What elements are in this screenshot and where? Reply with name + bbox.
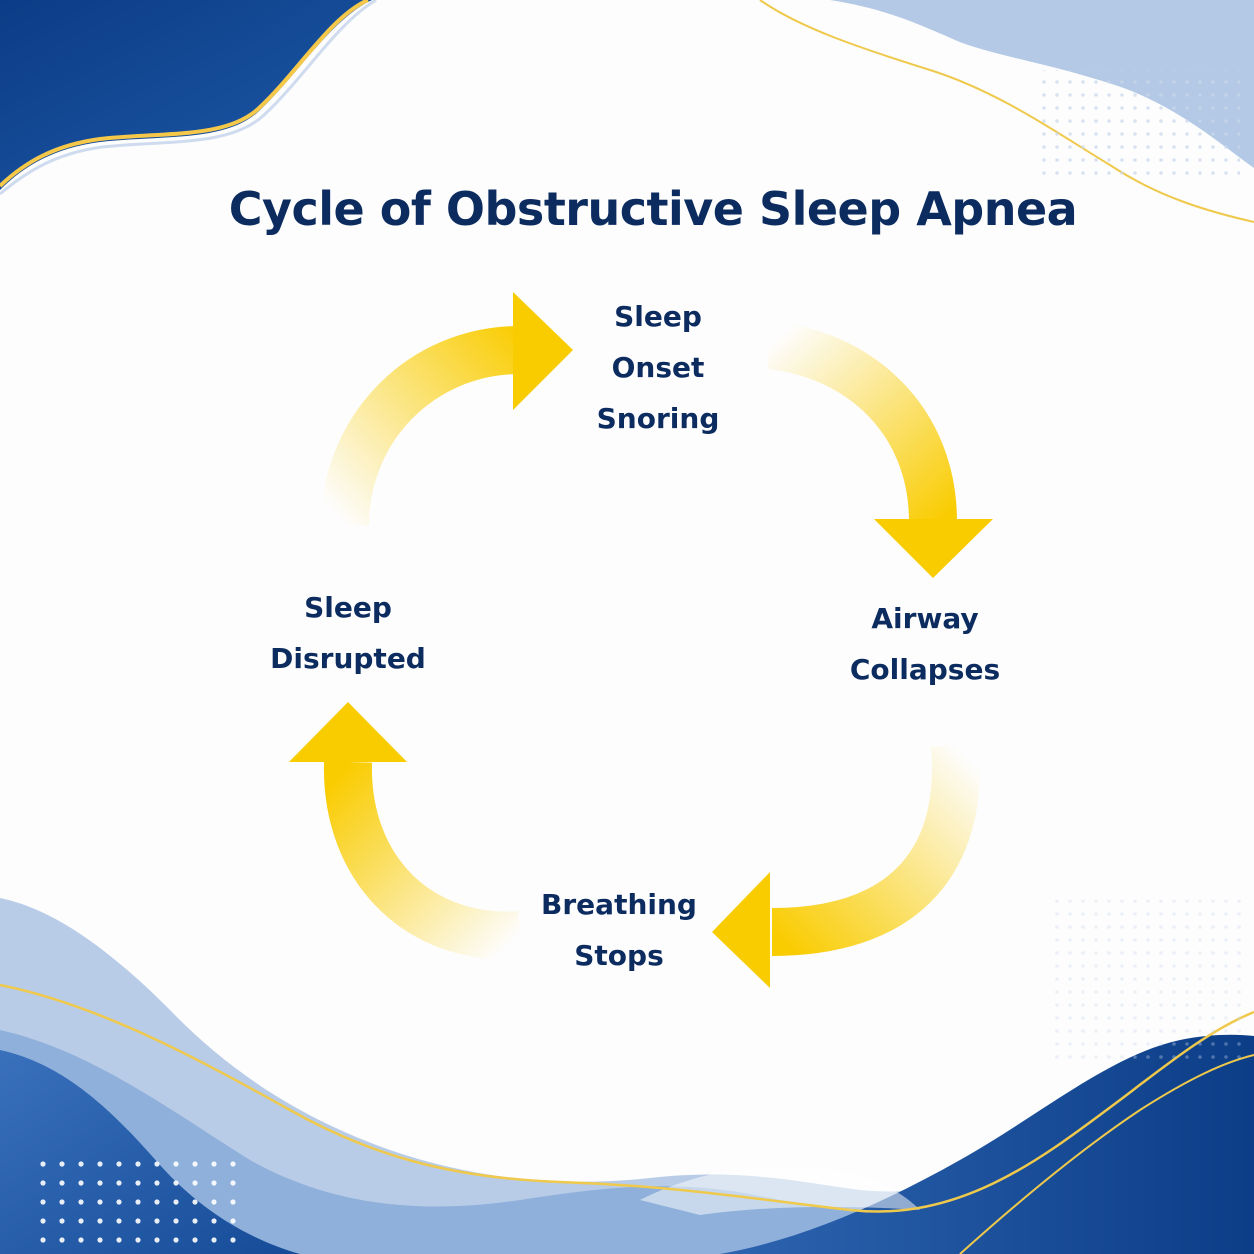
- stage-sleep-onset: Sleep Onset Snoring: [538, 291, 778, 444]
- arrow-to-sleep-disrupted: [289, 702, 522, 960]
- stage-label-line: Disrupted: [270, 642, 426, 675]
- stage-label-line: Collapses: [849, 653, 1001, 686]
- wave-top-left: [0, 0, 372, 190]
- stage-sleep-disrupted: Sleep Disrupted: [228, 582, 468, 684]
- wave-top-left-highlight: [0, 0, 369, 188]
- dots-bottom-left: [28, 1158, 238, 1254]
- stage-label-line: Sleep: [614, 300, 702, 333]
- stage-label-line: Sleep: [304, 591, 392, 624]
- stage-label-line: Snoring: [596, 402, 720, 435]
- arrow-to-sleep-onset: [321, 292, 573, 526]
- wave-bottom-right: [720, 1034, 1254, 1254]
- stage-label-line: Airway: [871, 602, 979, 635]
- wave-bottom-light: [0, 898, 1254, 1254]
- wave-bottom-mid: [0, 1030, 1254, 1254]
- accent-line-bottom: [0, 983, 1254, 1213]
- diagram-title: Cycle of Obstructive Sleep Apnea: [228, 182, 1078, 236]
- stage-breathing-stops: Breathing Stops: [499, 879, 739, 981]
- arrow-to-airway-collapses: [766, 321, 993, 578]
- stage-label-line: Breathing: [541, 888, 697, 921]
- stage-airway-collapses: Airway Collapses: [805, 593, 1045, 695]
- stage-label-line: Stops: [574, 939, 664, 972]
- stage-label-line: Onset: [611, 351, 705, 384]
- arrow-to-breathing-stops: [712, 743, 980, 988]
- wave-top-right: [830, 0, 1254, 168]
